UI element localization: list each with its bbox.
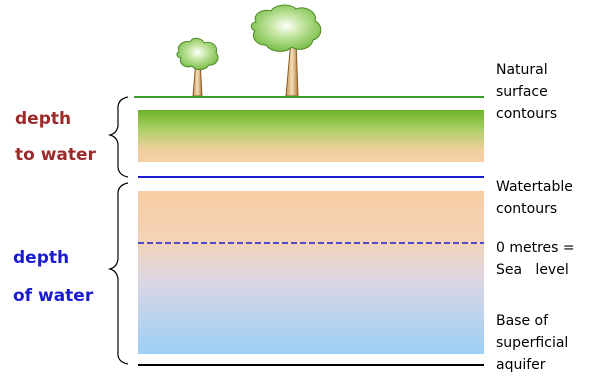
depth-to-water-brace	[107, 96, 129, 178]
watertable-label-2: contours	[496, 201, 557, 217]
watertable-label-1: Watertable	[496, 179, 573, 195]
aquifer-base-label-3: aquifer	[496, 357, 546, 373]
small-tree-icon	[176, 37, 219, 97]
saturated-zone-band	[138, 191, 484, 354]
depth-to-water-label-line2: to water	[15, 145, 97, 165]
sea-level-label-2: Sea level	[496, 262, 569, 278]
large-tree-icon	[250, 4, 322, 97]
depth-to-water-label-line1: depth	[15, 109, 71, 129]
sea-level-label-1: 0 metres =	[496, 240, 575, 256]
natural-surface-label-3: contours	[496, 106, 557, 122]
depth-of-water-brace	[107, 182, 129, 365]
depth-of-water-label-line1: depth	[13, 248, 69, 268]
aquifer-base-label-1: Base of	[496, 313, 549, 329]
depth-of-water-label-line2: of water	[13, 286, 94, 306]
natural-surface-label-1: Natural	[496, 62, 548, 78]
natural-surface-label-2: surface	[496, 84, 548, 100]
aquifer-base-label-2: superficial	[496, 335, 568, 351]
unsaturated-zone-band	[138, 110, 484, 162]
